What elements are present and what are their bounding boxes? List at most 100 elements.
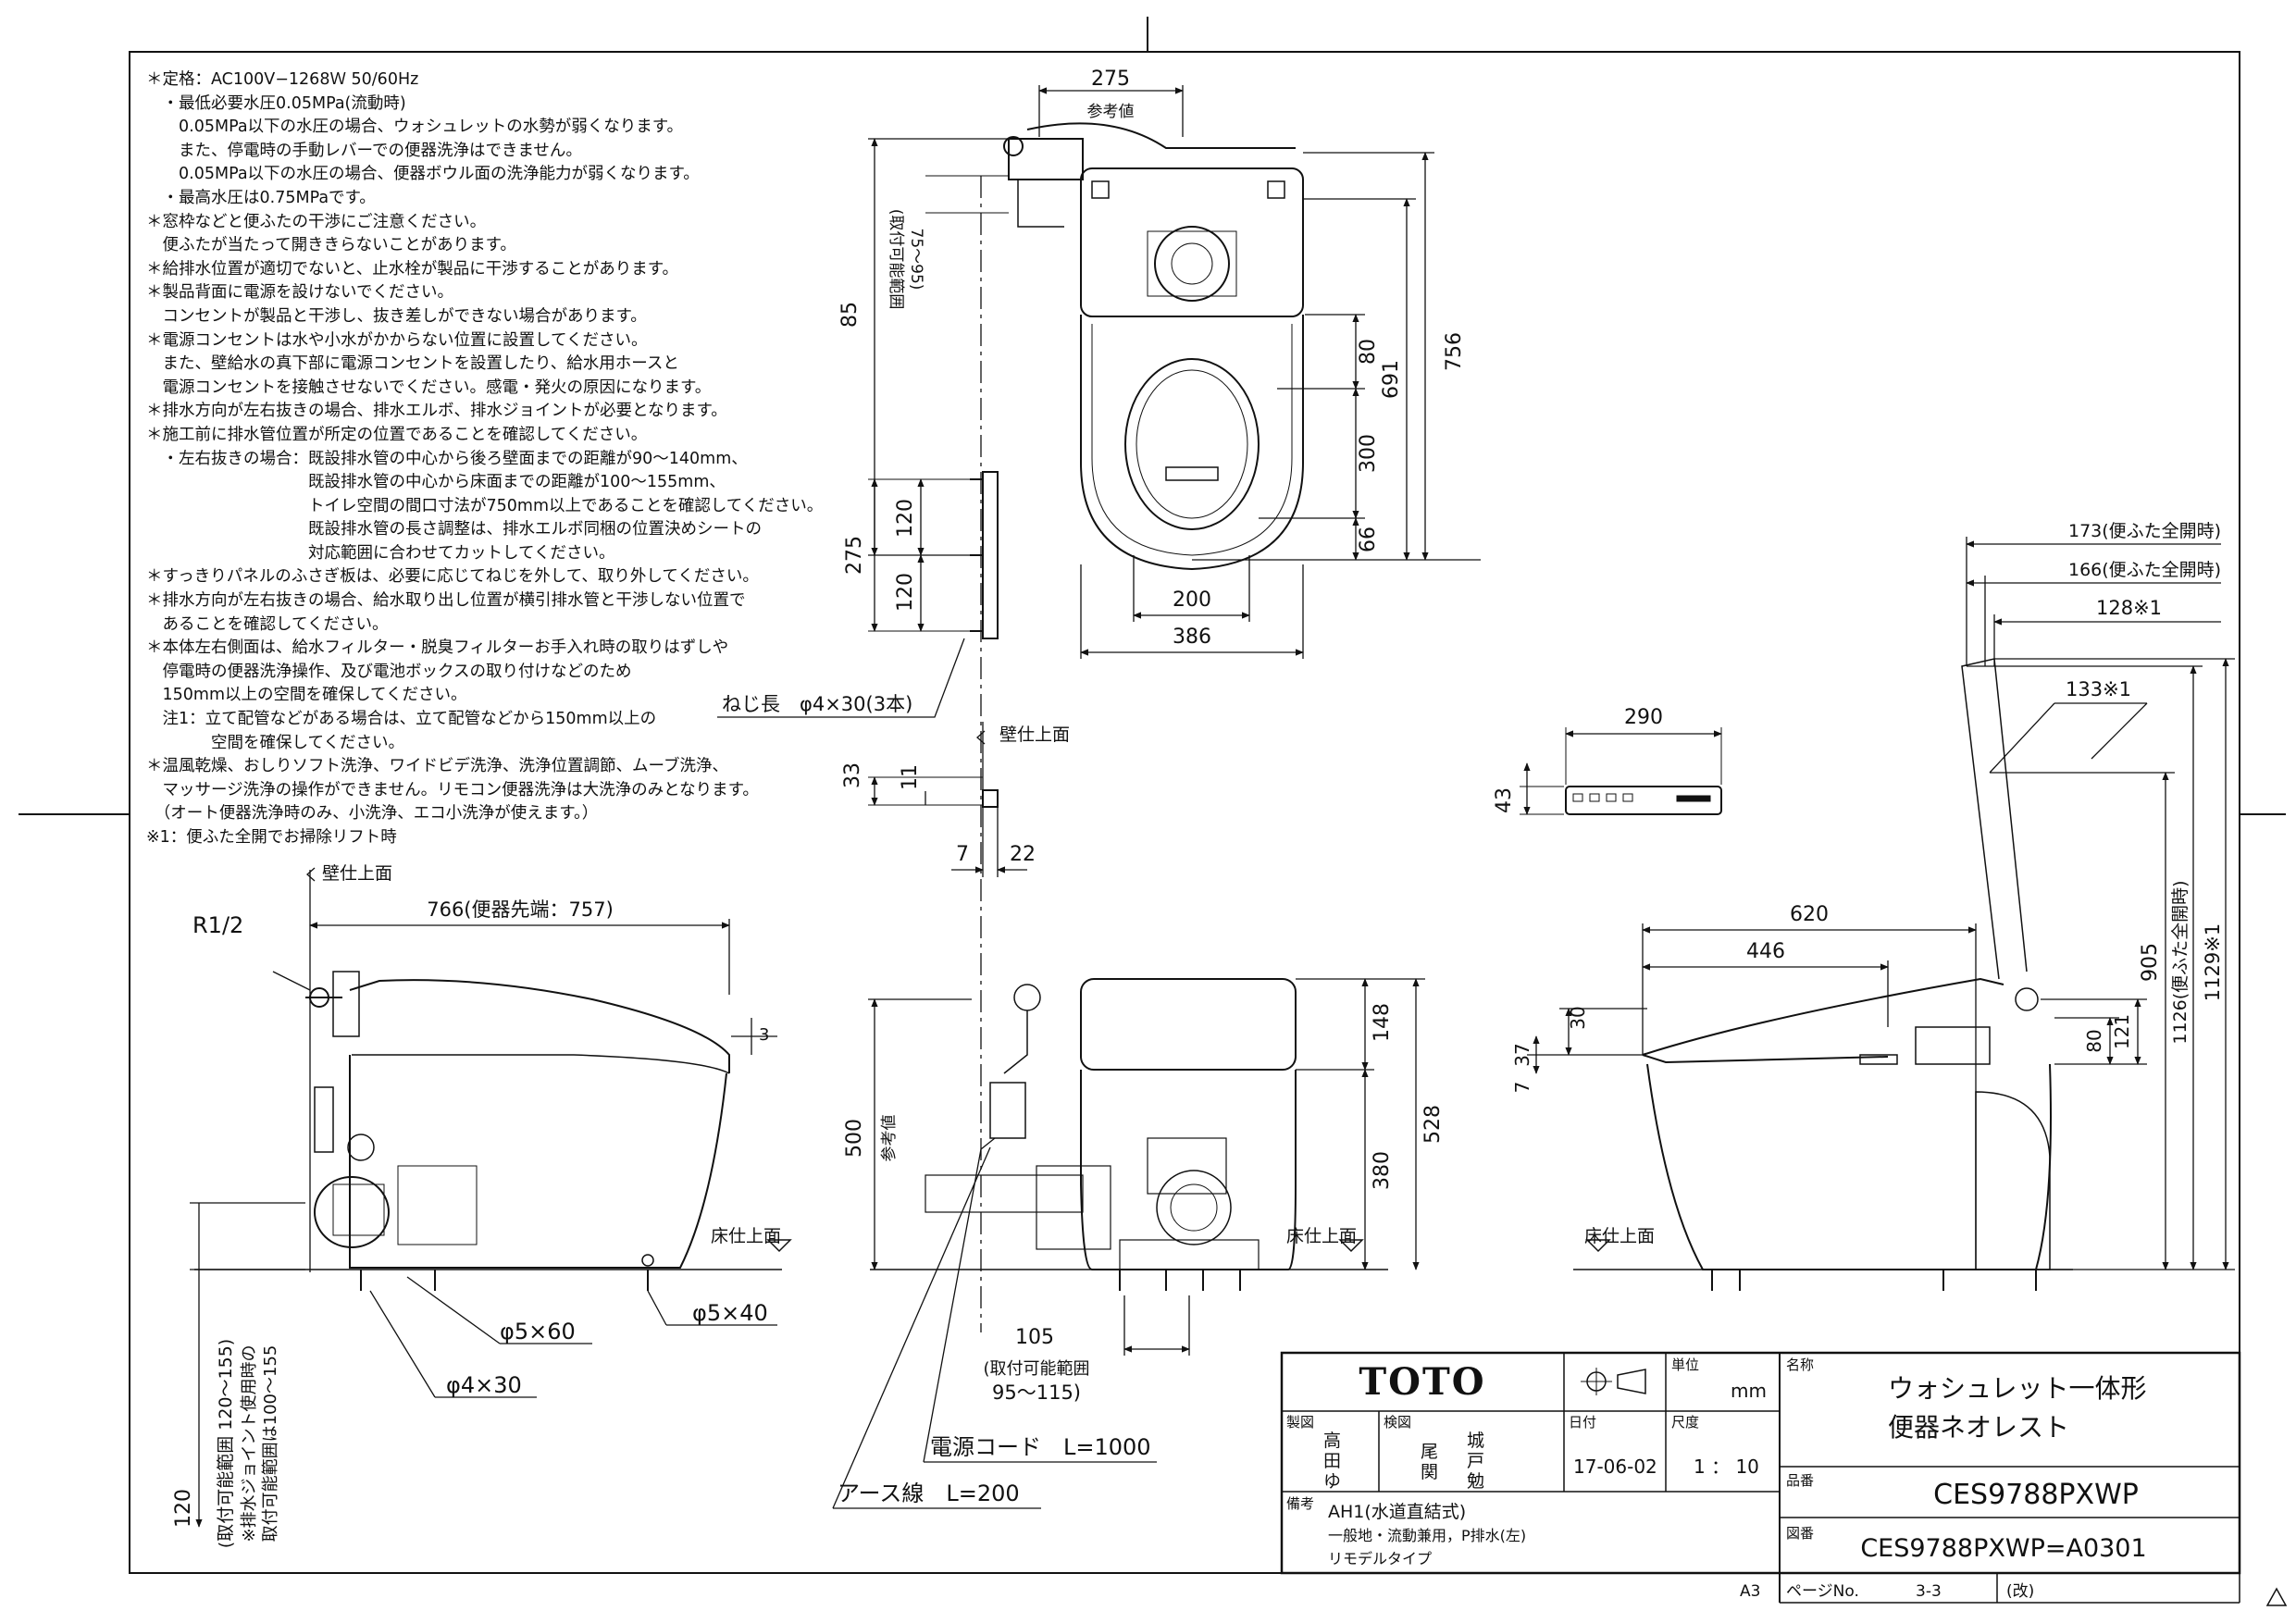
plan-dim-300: 300: [1357, 434, 1380, 473]
plan-ref-label: 参考値: [1087, 103, 1135, 121]
remote-control: [1520, 727, 1722, 815]
right-dim-7: 7: [1511, 1082, 1533, 1094]
bracket-wall-label: 壁仕上面: [999, 725, 1070, 745]
plan-range-value: 75〜95): [907, 229, 925, 291]
bracket-dim-33: 33: [841, 762, 864, 788]
checked-label: 検図: [1384, 1414, 1411, 1431]
front-range-a: (取付可能範囲: [983, 1359, 1089, 1379]
note-line: 0.05MPa以下の水圧の場合、便器ボウル面の洗浄能力が弱くなります。: [146, 165, 700, 184]
front-dim-380: 380: [1371, 1151, 1394, 1190]
panel-screw-label: ねじ長 φ4×30(3本): [722, 693, 912, 715]
checked-name-b1: 尾: [1421, 1442, 1438, 1462]
panel-detail: [717, 471, 999, 718]
drawn-name-1: 高: [1323, 1431, 1341, 1451]
plan-dim-85: 85: [838, 302, 862, 328]
right-dim-1129: 1129※1: [2202, 923, 2224, 1001]
left-dim-766: 766(便器先端：757): [427, 898, 614, 921]
note-line: 便ふたが当たって開ききらないことがあります。: [146, 236, 516, 255]
note-line: ・最低必要水圧0.05MPa(流動時): [146, 93, 406, 113]
date-value: 17-06-02: [1573, 1456, 1657, 1478]
plan-range-label: (取付可能範囲: [887, 209, 905, 310]
unit-value: mm: [1731, 1380, 1767, 1402]
note-line: トイレ空間の間口寸法が750mm以上であることを確認してください。: [146, 496, 824, 515]
plan-dimension-text: 275 参考値 85 (取付可能範囲 75〜95) 80 300 66 691 …: [838, 68, 1466, 649]
sheet-size: A3: [1740, 1582, 1760, 1601]
front-dim-148: 148: [1371, 1003, 1394, 1042]
product-name-1: ウォシュレット一体形: [1888, 1373, 2146, 1404]
note-line: また、停電時の手動レバーでの便器洗浄はできません。: [146, 141, 582, 160]
note-line: （オート便器洗浄時のみ、小洗浄、エコ小洗浄が使えます。）: [146, 804, 599, 824]
remark-label: 備考: [1286, 1495, 1314, 1512]
remark-line-1: AH1(水道直結式): [1328, 1502, 1466, 1522]
title-block-text: TOTO 単位 mm 名称 ウォシュレット一体形 便器ネオレスト 製図 高 田 …: [1286, 1357, 2147, 1601]
right-side-view: [1573, 658, 2073, 1291]
note-line: コンセントが製品と干渉し、抜き差しができない場合があります。: [146, 306, 647, 326]
plan-dim-275: 275: [1091, 68, 1130, 91]
right-dim-80: 80: [2083, 1029, 2105, 1052]
right-side-text: 173(便ふた全開時) 166(便ふた全開時) 128※1 133※1 620 …: [1511, 521, 2224, 1246]
product-name-2: 便器ネオレスト: [1888, 1412, 2069, 1443]
panel-dimension-text: 275 120 120 ねじ長 φ4×30(3本): [722, 499, 917, 715]
right-dim-128: 128※1: [2096, 597, 2162, 619]
date-label: 日付: [1569, 1414, 1596, 1431]
sheet-frame: [19, 17, 2288, 1606]
plan-dim-66: 66: [1357, 527, 1380, 552]
checked-name-a2: 戸: [1467, 1451, 1484, 1471]
left-side-text: 壁仕上面 766(便器先端：757) R1/2 3 床仕上面 φ5×60 φ5×…: [172, 863, 781, 1548]
right-dim-173: 173(便ふた全開時): [2068, 521, 2221, 541]
bracket-dim-7: 7: [956, 843, 969, 866]
bracket-dim-22: 22: [1010, 843, 1036, 866]
note-line: 0.05MPa以下の水圧の場合、ウォシュレットの水勢が弱くなります。: [146, 118, 683, 137]
left-side-dimensions: [190, 867, 777, 1528]
note-line: 電源コンセントを接触させないでください。感電・発火の原因になります。: [146, 378, 712, 397]
part-label: 品番: [1786, 1472, 1814, 1489]
front-dim-528: 528: [1421, 1105, 1445, 1144]
title-block: [1280, 1351, 2241, 1604]
revision: (改): [2006, 1582, 2034, 1601]
note-line: また、壁給水の真下部に電源コンセントを設置したり、給水用ホースと: [146, 354, 679, 374]
left-range-a: (取付可能範囲 120〜155): [216, 1339, 236, 1548]
page-label: ページNo.: [1786, 1582, 1859, 1601]
panel-dim-120b: 120: [894, 573, 917, 612]
note-line: 停電時の便器洗浄操作、及び電池ボックスの取り付けなどのため: [146, 662, 632, 681]
note-line: ＊すっきりパネルのふさぎ板は、必要に応じてねじを外して、取り外してください。: [146, 567, 759, 587]
plan-view: [925, 122, 1304, 571]
earth-wire-label: アース線 L=200: [838, 1481, 1020, 1506]
right-dim-905: 905: [2139, 943, 2162, 982]
scale-label: 尺度: [1671, 1414, 1699, 1431]
right-dim-166: 166(便ふた全開時): [2068, 560, 2221, 580]
note-line: 対応範囲に合わせてカットしてください。: [146, 543, 615, 563]
front-dim-500: 500: [843, 1119, 866, 1158]
front-view: [870, 978, 1388, 1291]
unit-label: 単位: [1671, 1357, 1699, 1373]
bracket-dim-11: 11: [899, 764, 922, 790]
left-range-c: 取付可能範囲は100〜155: [261, 1345, 280, 1542]
screw-5x40: φ5×40: [692, 1300, 768, 1326]
note-line: ・最高水圧は0.75MPaです。: [146, 188, 376, 207]
note-line: 既設排水管の中心から床面までの距離が100〜155mm、: [146, 473, 726, 492]
note-line: ＊窓枠などと便ふたの干渉にご注意ください。: [146, 212, 487, 231]
right-dim-133: 133※1: [2066, 678, 2131, 700]
note-line: ＊給排水位置が適切でないと、止水栓が製品に干渉することがあります。: [146, 259, 679, 279]
power-cord-label: 電源コード L=1000: [930, 1434, 1151, 1460]
note-line: ＊施工前に排水管位置が所定の位置であることを確認してください。: [146, 425, 648, 444]
panel-dim-275: 275: [843, 536, 866, 575]
remote-dimension-text: 290 43: [1493, 706, 1663, 813]
toto-logo: TOTO: [1359, 1360, 1485, 1404]
screw-4x30: φ4×30: [446, 1372, 522, 1398]
front-floor-label: 床仕上面: [1286, 1226, 1357, 1246]
left-side-view: [194, 870, 792, 1291]
remark-line-3: リモデルタイプ: [1328, 1550, 1432, 1567]
remote-dim-43: 43: [1493, 787, 1516, 813]
part-number: CES9788PXWP: [1933, 1479, 2139, 1511]
note-line: あることを確認してください。: [146, 614, 389, 634]
remote-dim-290: 290: [1624, 706, 1663, 729]
left-dim-3: 3: [759, 1025, 769, 1045]
remark-line-2: 一般地・流動兼用，P排水(左): [1328, 1527, 1526, 1544]
right-dim-30: 30: [1567, 1006, 1589, 1029]
plan-dimension-lines: [868, 85, 1481, 1332]
right-side-dimensions: [1527, 537, 2235, 1270]
plan-dim-756: 756: [1443, 332, 1466, 371]
plan-dim-691: 691: [1380, 360, 1403, 399]
